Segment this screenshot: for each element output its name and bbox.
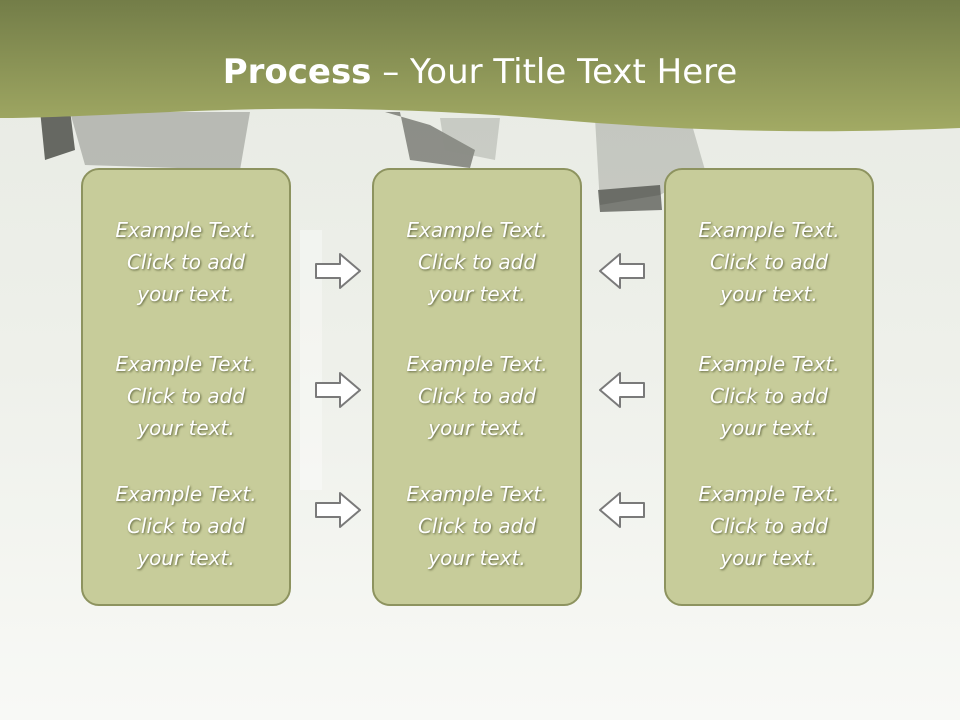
- panel-right[interactable]: Example Text. Click to add your text. Ex…: [664, 168, 874, 606]
- title-bold-text: Process: [222, 52, 372, 92]
- header-band: [0, 0, 960, 132]
- panel-middle-text-1[interactable]: Example Text. Click to add your text.: [406, 218, 548, 306]
- page-title[interactable]: Process – Your Title Text Here: [0, 52, 960, 92]
- arrow-left-icon: [598, 371, 646, 409]
- panel-left-text-3[interactable]: Example Text. Click to add your text.: [115, 482, 257, 570]
- panel-right-text-3[interactable]: Example Text. Click to add your text.: [698, 482, 840, 570]
- panel-middle[interactable]: Example Text. Click to add your text. Ex…: [372, 168, 582, 606]
- arrow-left-icon: [598, 252, 646, 290]
- panel-left-text-2[interactable]: Example Text. Click to add your text.: [115, 352, 257, 440]
- panel-right-text-2[interactable]: Example Text. Click to add your text.: [698, 352, 840, 440]
- arrow-right-icon: [314, 371, 362, 409]
- panel-left[interactable]: Example Text. Click to add your text. Ex…: [81, 168, 291, 606]
- title-rest-text: – Your Title Text Here: [371, 52, 738, 92]
- arrow-left-icon: [598, 491, 646, 529]
- panel-right-text-1[interactable]: Example Text. Click to add your text.: [698, 218, 840, 306]
- arrow-right-icon: [314, 491, 362, 529]
- panel-middle-text-2[interactable]: Example Text. Click to add your text.: [406, 352, 548, 440]
- panel-left-text-1[interactable]: Example Text. Click to add your text.: [115, 218, 257, 306]
- arrow-right-icon: [314, 252, 362, 290]
- panel-middle-text-3[interactable]: Example Text. Click to add your text.: [406, 482, 548, 570]
